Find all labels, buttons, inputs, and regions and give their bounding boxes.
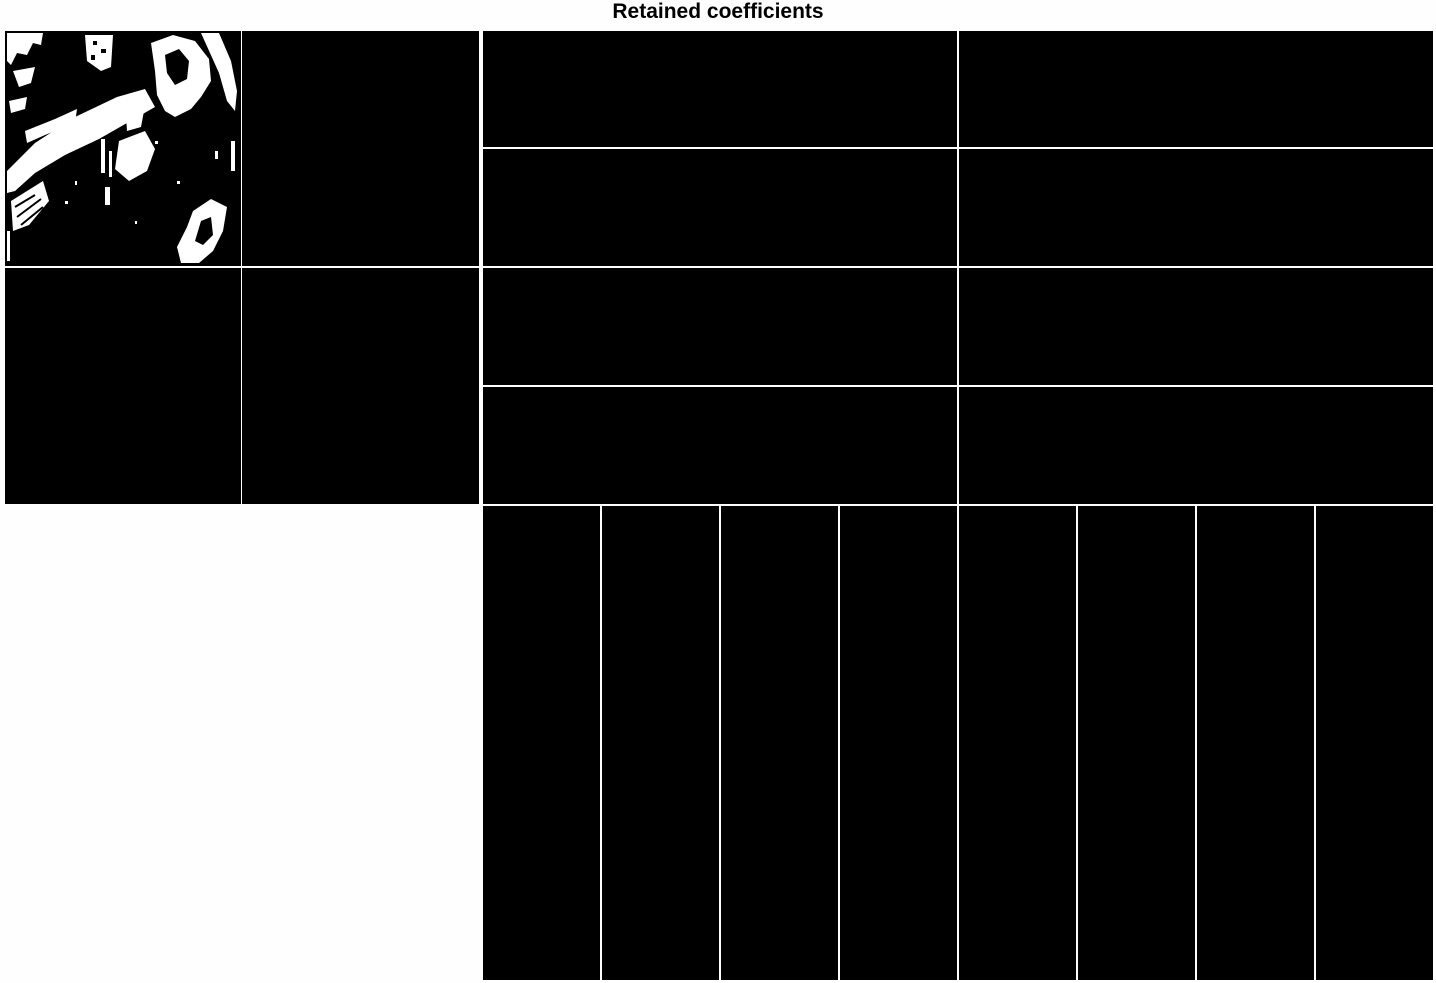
level3-subband-6 [1078,506,1195,980]
level2-subband-1 [483,31,957,147]
level3-subband-7 [1197,506,1314,980]
level2-subband-5 [483,268,957,385]
level2-subband-7 [483,387,957,504]
level3-subband-5 [959,506,1076,980]
retained-coefficient-map [5,31,241,266]
figure-title: Retained coefficients [612,0,824,23]
level1-diagonal-subband [242,268,479,504]
level3-subband-8 [1316,506,1433,980]
level2-subband-6 [959,268,1433,385]
level2-subband-8 [959,387,1433,504]
level2-subband-2 [959,31,1433,147]
level3-subband-1 [483,506,600,980]
level3-subband-2 [602,506,719,980]
level2-subband-4 [959,149,1433,266]
level2-subband-3 [483,149,957,266]
level1-horizontal-subband [242,31,479,266]
approximation-subband [5,31,241,266]
level3-subband-3 [721,506,838,980]
level3-subband-4 [840,506,957,980]
level1-vertical-subband [5,268,241,504]
